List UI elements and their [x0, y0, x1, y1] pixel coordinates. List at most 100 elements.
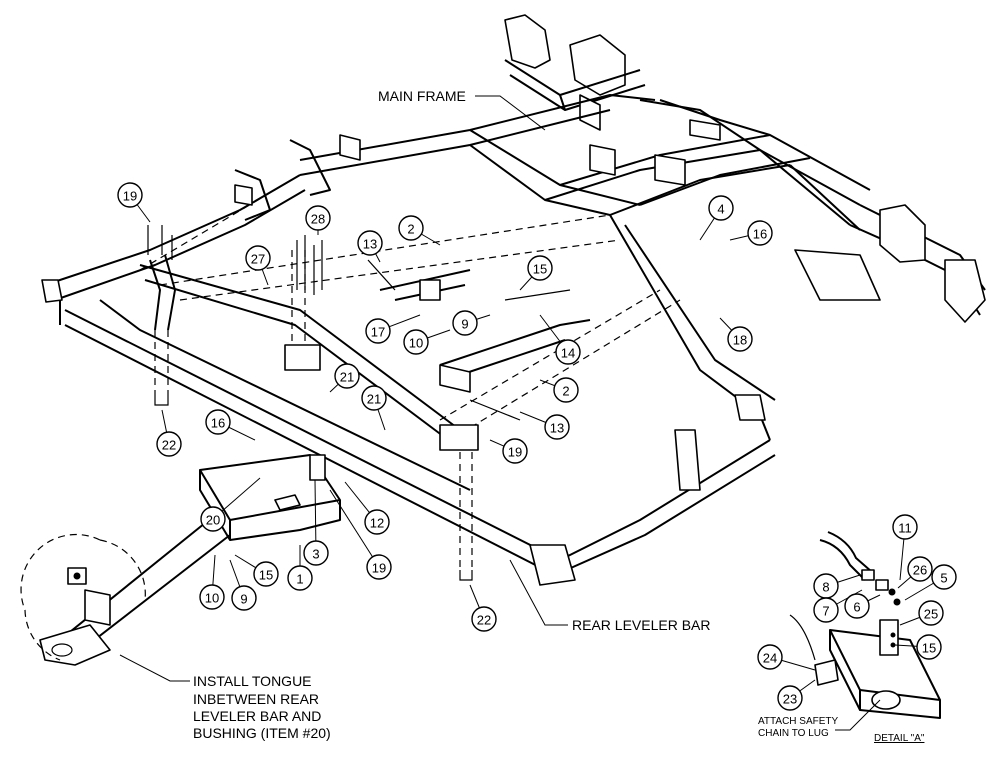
callout-11: 11: [892, 514, 918, 581]
callout-circle: [907, 556, 933, 582]
callout-9: 9: [229, 559, 257, 611]
callout-circle: [471, 606, 497, 632]
callout-19: 19: [329, 489, 392, 580]
callout-circle: [357, 230, 383, 256]
callout-circle: [287, 565, 313, 591]
callout-number: 22: [477, 613, 491, 628]
label-rear-leveler-group: REAR LEVELER BAR: [509, 559, 711, 633]
callout-circle: [916, 634, 942, 660]
callout-19: 19: [117, 182, 151, 223]
install-note-line-3: LEVELER BAR AND: [193, 708, 321, 724]
callout-number: 26: [913, 563, 927, 578]
callout-number: 17: [371, 325, 385, 340]
attach-note-group: ATTACH SAFETY CHAIN TO LUG DETAIL "A": [758, 699, 925, 744]
callout-26: 26: [897, 556, 933, 589]
callout-2: 2: [398, 215, 441, 246]
callout-28: 28: [305, 205, 331, 235]
rear-leveler-links: [139, 264, 591, 451]
callout-23: 23: [777, 679, 816, 711]
callout-5: 5: [904, 564, 957, 601]
callout-number: 16: [211, 416, 225, 431]
callout-14: 14: [539, 314, 581, 365]
install-note-line-4: BUSHING (ITEM #20): [193, 725, 331, 741]
hardware-rods: [147, 225, 571, 581]
callout-number: 12: [370, 516, 384, 531]
callout-number: 10: [205, 591, 219, 606]
callout-21: 21: [329, 363, 360, 393]
install-note-group: INSTALL TONGUE INBETWEEN REAR LEVELER BA…: [119, 654, 331, 741]
detail-a-callout: [20, 533, 146, 661]
callout-number: 5: [940, 571, 947, 586]
callout-16: 16: [205, 409, 256, 441]
callout-number: 28: [311, 212, 325, 227]
callout-number: 21: [340, 370, 354, 385]
front-hitch-frame: [504, 14, 646, 131]
callout-circle: [708, 195, 734, 221]
callout-number: 22: [162, 438, 176, 453]
callout-circle: [757, 644, 783, 670]
callout-number: 15: [259, 568, 273, 583]
detail-a-title: DETAIL "A": [874, 733, 925, 744]
callout-circle: [555, 339, 581, 365]
callout-13: 13: [357, 230, 383, 263]
callout-3: 3: [303, 479, 329, 566]
callout-number: 2: [562, 384, 569, 399]
callout-circle: [365, 318, 391, 344]
callout-27: 27: [245, 245, 271, 286]
callout-circle: [918, 600, 944, 626]
callout-circle: [892, 514, 918, 540]
callout-number: 9: [240, 592, 247, 607]
callout-circle: [364, 509, 390, 535]
label-main-frame-group: MAIN FRAME: [378, 88, 546, 131]
callout-circle: [544, 414, 570, 440]
callout-13: 13: [519, 411, 570, 440]
callout-number: 14: [561, 346, 575, 361]
callout-number: 6: [853, 600, 860, 615]
callout-22: 22: [469, 584, 497, 632]
callout-15: 15: [234, 554, 279, 587]
main-frame: [299, 94, 986, 323]
callout-number: 11: [898, 521, 912, 536]
callout-circle: [231, 585, 257, 611]
callout-circle: [452, 310, 478, 336]
callout-2: 2: [539, 377, 579, 403]
callout-circle: [366, 554, 392, 580]
callout-circle: [403, 329, 429, 355]
callout-circle: [844, 593, 870, 619]
callout-number: 3: [312, 547, 319, 562]
callout-number: 19: [508, 445, 522, 460]
callout-4: 4: [699, 195, 734, 241]
callout-number: 18: [733, 333, 747, 348]
callout-8: 8: [813, 573, 861, 599]
callout-number: 24: [763, 651, 777, 666]
callout-circle: [527, 255, 553, 281]
callout-22: 22: [156, 409, 182, 457]
callout-circle: [245, 245, 271, 271]
callout-17: 17: [365, 314, 421, 344]
callout-number: 27: [251, 252, 265, 267]
callout-circle: [253, 561, 279, 587]
callout-number: 4: [717, 202, 724, 217]
callout-1: 1: [287, 545, 313, 591]
attach-note-line-2: CHAIN TO LUG: [758, 728, 829, 739]
callout-number: 25: [924, 607, 938, 622]
callout-number: 21: [367, 392, 381, 407]
callout-circle: [205, 409, 231, 435]
right-frame: [529, 214, 776, 586]
callout-6: 6: [844, 593, 881, 619]
callout-circle: [931, 564, 957, 590]
callout-circle: [200, 506, 226, 532]
callout-9: 9: [452, 310, 491, 336]
callout-10: 10: [403, 329, 451, 355]
callout-12: 12: [344, 481, 390, 535]
callout-number: 13: [363, 237, 377, 252]
callout-circle: [361, 385, 387, 411]
callout-number: 15: [922, 641, 936, 656]
callout-number: 19: [372, 561, 386, 576]
callout-number: 7: [822, 604, 829, 619]
callout-circle: [502, 438, 528, 464]
attach-note-line-1: ATTACH SAFETY: [758, 716, 839, 727]
callout-7: 7: [813, 589, 863, 623]
callout-number: 23: [783, 692, 797, 707]
